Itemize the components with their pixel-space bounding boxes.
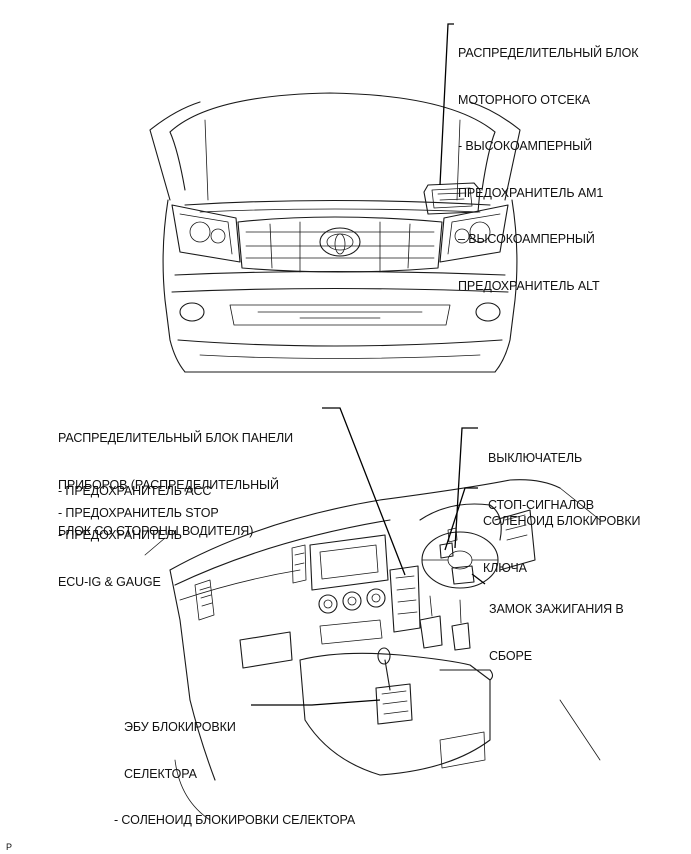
label-key-interlock-solenoid: СОЛЕНОИД БЛОКИРОВКИ КЛЮЧА bbox=[483, 483, 641, 607]
label-line: РАСПРЕДЕЛИТЕЛЬНЫЙ БЛОК bbox=[458, 46, 639, 60]
label-line: МОТОРНОГО ОТСЕКА bbox=[458, 92, 591, 107]
vehicle-interior-drawing bbox=[144, 479, 601, 821]
label-instrument-panel-junction-block: РАСПРЕДЕЛИТЕЛЬНЫЙ БЛОК ПАНЕЛИ ПРИБОРОВ (… bbox=[58, 400, 293, 571]
label-line: - СОЛЕНОИД БЛОКИРОВКИ СЕЛЕКТОРА bbox=[114, 813, 356, 827]
label-line: РАСПРЕДЕЛИТЕЛЬНЫЙ БЛОК ПАНЕЛИ bbox=[58, 431, 294, 445]
leader-key-solenoid bbox=[444, 487, 478, 551]
label-shift-lock-ecu: ЭБУ БЛОКИРОВКИ СЕЛЕКТОРА - СОЛЕНОИД БЛОК… bbox=[114, 689, 355, 854]
label-line: ECU-IG & GAUGE bbox=[58, 574, 161, 589]
leader-shift-ecu bbox=[251, 699, 381, 706]
leader-panel-block bbox=[322, 407, 406, 576]
label-line: СБОРЕ bbox=[489, 648, 532, 663]
label-line: ПРЕДОХРАНИТЕЛЬ ALT bbox=[458, 278, 600, 293]
leader-ignition bbox=[471, 573, 486, 585]
label-line: ЭБУ БЛОКИРОВКИ bbox=[124, 720, 236, 734]
label-line: ПРИБОРОВ (РАСПРЕДЕЛИТЕЛЬНЫЙ bbox=[58, 477, 279, 492]
label-engine-room-junction-block: РАСПРЕДЕЛИТЕЛЬНЫЙ БЛОК МОТОРНОГО ОТСЕКА … bbox=[458, 15, 638, 325]
label-line: - ПРЕДОХРАНИТЕЛЬ STOP bbox=[58, 506, 219, 520]
label-line: ЗАМОК ЗАЖИГАНИЯ В bbox=[489, 602, 624, 616]
label-line: СЕЛЕКТОРА bbox=[124, 766, 197, 781]
leader-stop-switch bbox=[454, 427, 478, 549]
label-line: – ВЫСОКОАМПЕРНЫЙ bbox=[458, 232, 595, 246]
label-line: КЛЮЧА bbox=[483, 560, 527, 575]
label-fuse-acc: - ПРЕДОХРАНИТЕЛЬ ACC bbox=[58, 453, 211, 531]
label-fuse-ecu-ig-gauge: - ПРЕДОХРАНИТЕЛЬ ECU-IG & GAUGE bbox=[58, 497, 182, 621]
label-line: - ПРЕДОХРАНИТЕЛЬ bbox=[58, 528, 182, 542]
label-fuse-stop: - ПРЕДОХРАНИТЕЛЬ STOP bbox=[58, 475, 219, 553]
label-line: БЛОК СО СТОРОНЫ ВОДИТЕЛЯ) bbox=[58, 524, 254, 538]
vehicle-front-drawing bbox=[149, 92, 521, 373]
label-line: - ВЫСОКОАМПЕРНЫЙ bbox=[458, 139, 592, 153]
label-ignition-switch-assembly: ЗАМОК ЗАЖИГАНИЯ В СБОРЕ bbox=[489, 571, 624, 695]
label-line: - ПРЕДОХРАНИТЕЛЬ ACC bbox=[58, 484, 212, 498]
label-line: СТОП-СИГНАЛОВ bbox=[488, 497, 594, 512]
leader-engine-block bbox=[439, 23, 454, 186]
label-line: ПРЕДОХРАНИТЕЛЬ AM1 bbox=[458, 185, 604, 200]
corner-mark: P bbox=[6, 842, 12, 852]
label-line: СОЛЕНОИД БЛОКИРОВКИ bbox=[483, 514, 641, 528]
label-stop-light-switch: ВЫКЛЮЧАТЕЛЬ СТОП-СИГНАЛОВ bbox=[488, 420, 594, 544]
label-line: ВЫКЛЮЧАТЕЛЬ bbox=[488, 451, 583, 465]
